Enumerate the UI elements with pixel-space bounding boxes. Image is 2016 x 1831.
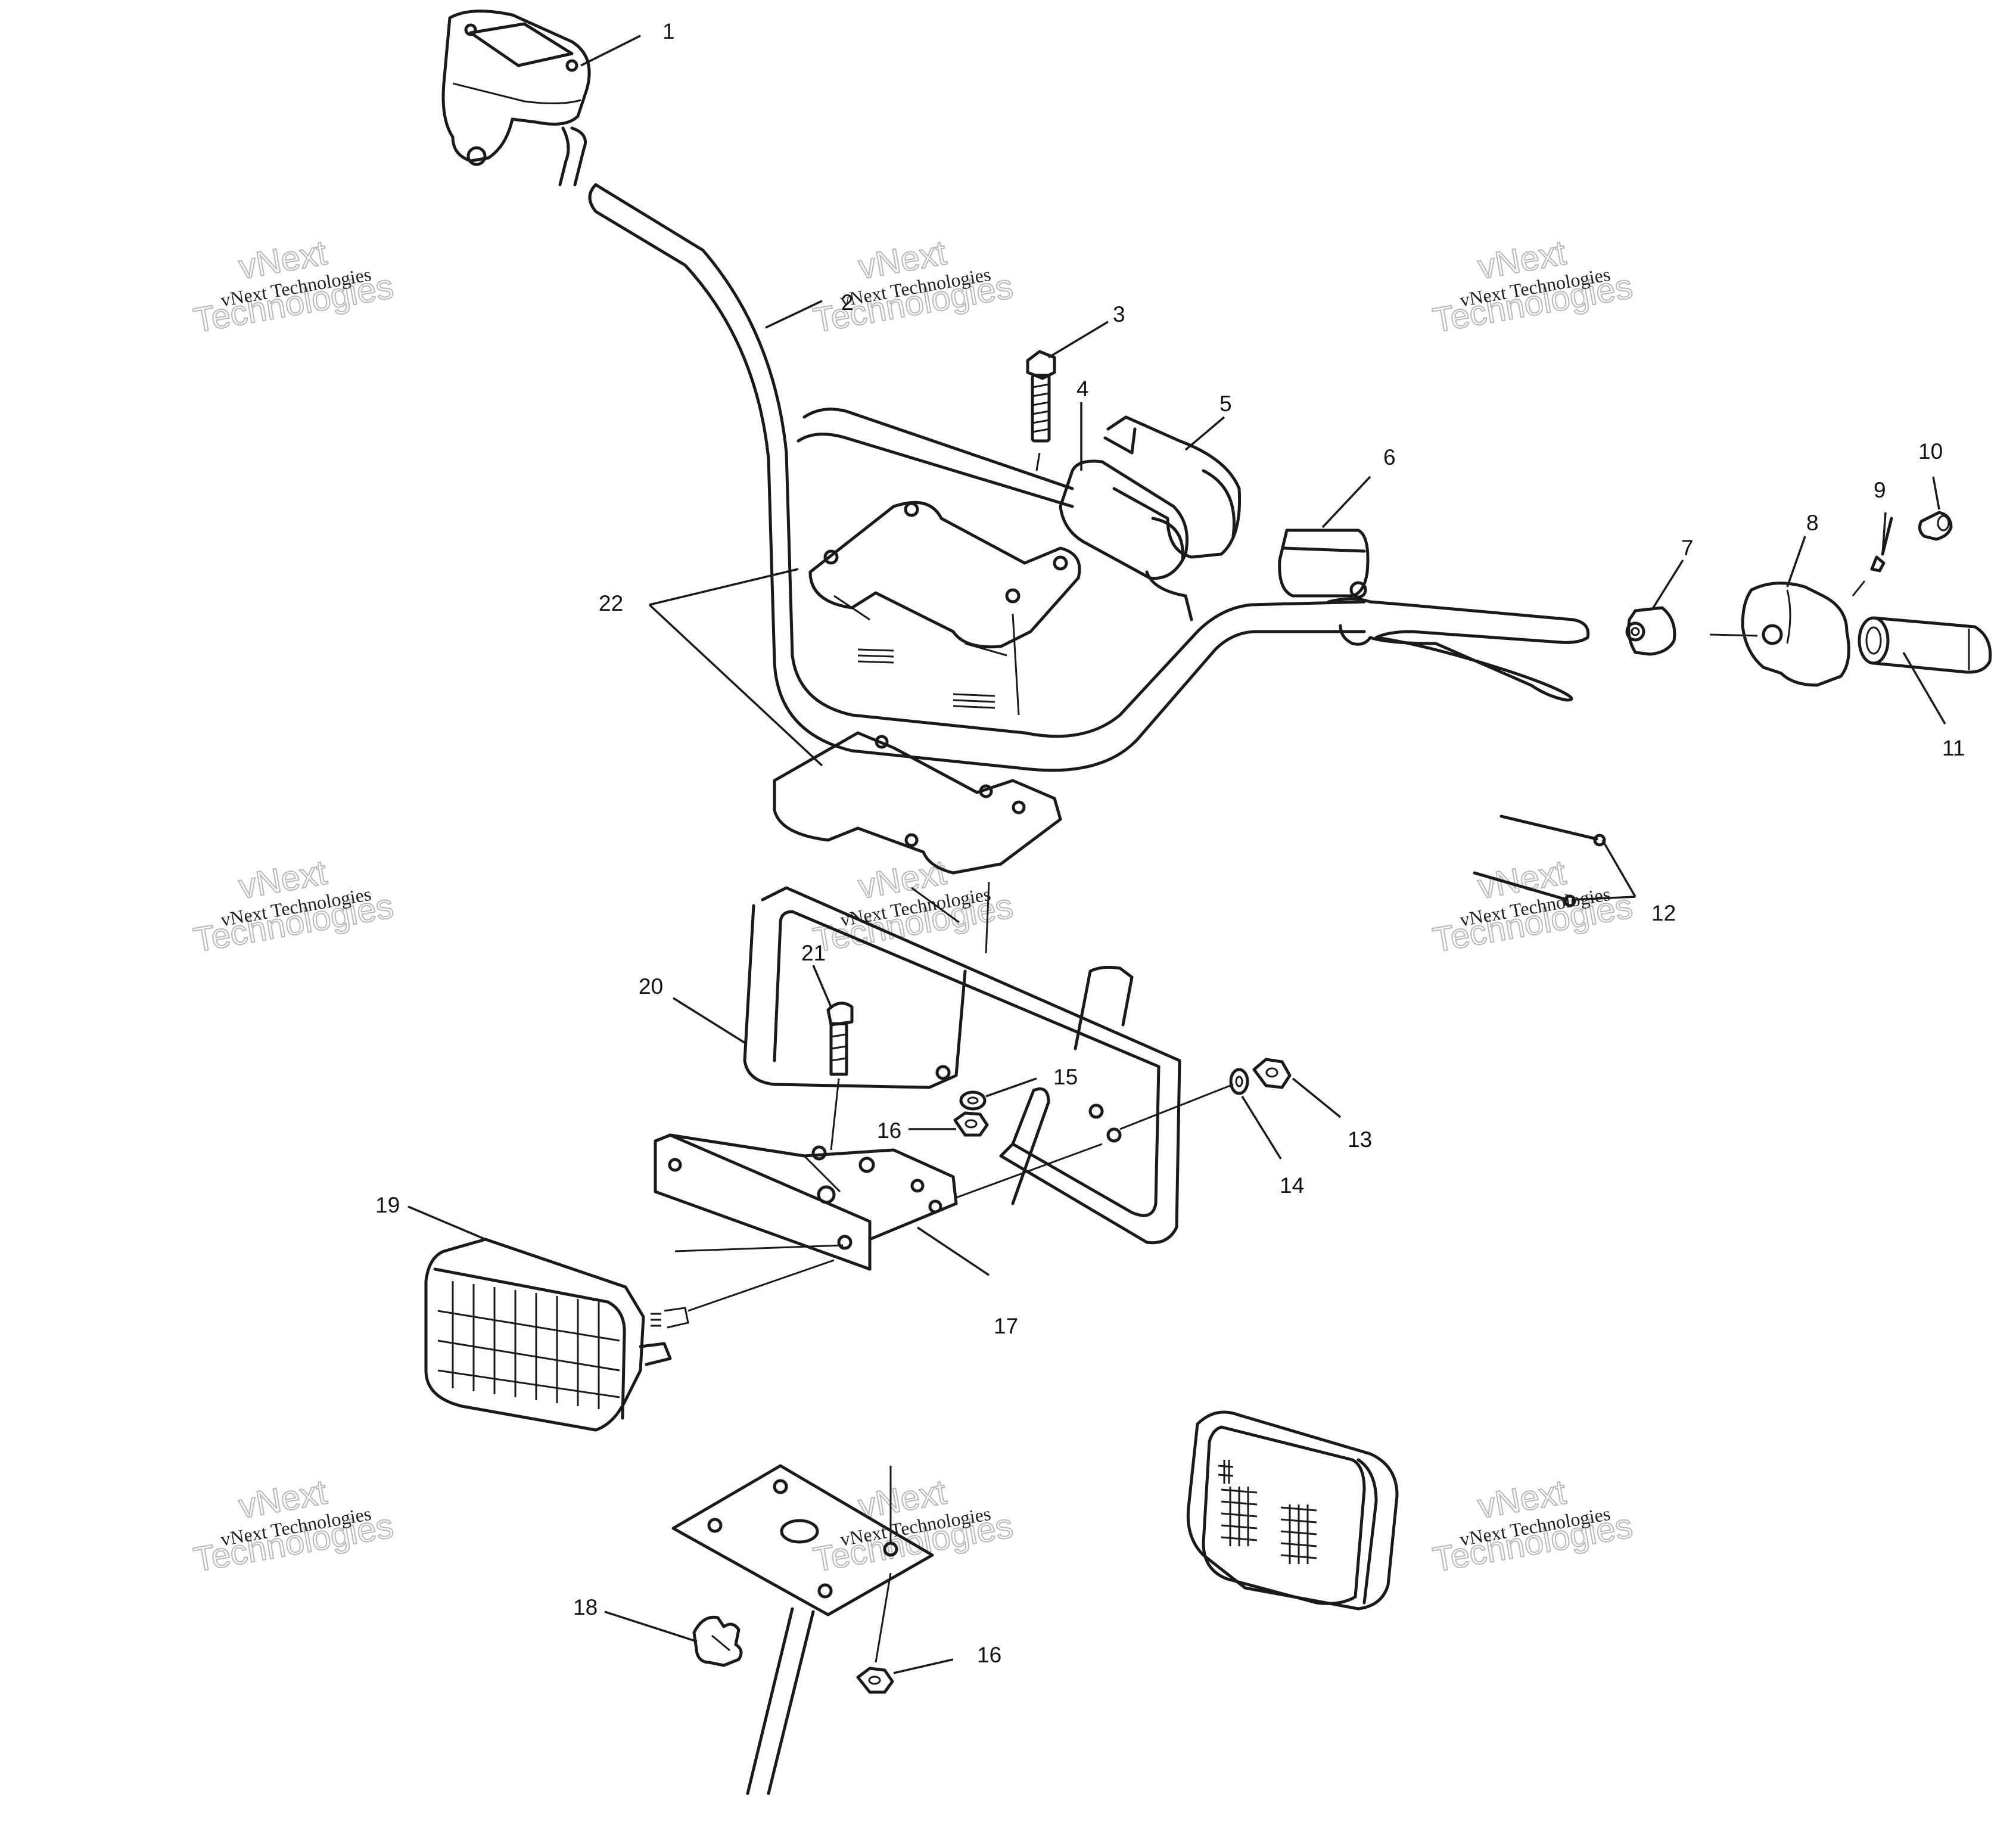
watermark: vNext Technologies vNext Technologies: [190, 852, 397, 960]
pad-cover-part: [1103, 415, 1242, 559]
headlight-part: [424, 1238, 835, 1432]
callout-17: 17: [994, 1314, 1018, 1338]
nut-part: [856, 1667, 894, 1694]
callout-8: 8: [1806, 511, 1819, 535]
callout-10: 10: [1918, 439, 1943, 464]
headlight-mount-plate-part: [654, 1133, 1103, 1271]
mounting-plate-part: [671, 1464, 934, 1795]
throttle-housing-part: [441, 10, 591, 186]
callout-14: 14: [1280, 1173, 1304, 1198]
callout-18: 18: [573, 1595, 598, 1619]
watermark: vNext Technologies vNext Technologies: [190, 1472, 397, 1580]
watermark: vNext Technologies vNext Technologies: [810, 1472, 1016, 1580]
throttle-cap-part: [1625, 606, 1676, 656]
clip-part: [692, 1615, 743, 1667]
watermark: vNext Technologies vNext Technologies: [1429, 1472, 1636, 1580]
callout-16: 16: [877, 1118, 901, 1143]
end-plug-part: [1918, 511, 1953, 541]
handlebar-clamps-part: [773, 501, 1081, 954]
callout-22: 22: [599, 591, 623, 615]
washer-part: [1229, 1068, 1249, 1095]
assembly-line: [1119, 1083, 1234, 1130]
grip-part: [1858, 616, 1992, 674]
handlebar-part: [588, 183, 1366, 772]
callout-21: 21: [801, 941, 826, 965]
callout-labels: 1 2 3 4 5 6 7 8 9 10 11 12 13 14 15 16 1…: [375, 19, 1965, 1667]
callout-1: 1: [662, 19, 675, 43]
watermark: vNext Technologies vNext Technologies: [190, 232, 397, 340]
callout-9: 9: [1874, 478, 1886, 502]
callout-15: 15: [1053, 1065, 1078, 1089]
headlight-bracket-part: [743, 886, 1181, 1245]
cable-ties-part: [1473, 815, 1606, 907]
watermarks: vNext Technologies vNext Technologies vN…: [190, 232, 1636, 1580]
nut-part: [953, 1111, 989, 1137]
callout-6: 6: [1383, 445, 1396, 470]
switch-housing-part: [1709, 582, 1850, 687]
bolt-part: [1026, 350, 1056, 471]
callout-20: 20: [639, 974, 663, 999]
nut-part: [1252, 1058, 1292, 1089]
callout-5: 5: [1219, 391, 1232, 416]
headlight-rear-part: [1186, 1410, 1399, 1611]
callout-19: 19: [375, 1193, 400, 1217]
screw-part: [826, 1002, 854, 1151]
screw-part: [1852, 517, 1893, 596]
callout-3: 3: [1113, 302, 1125, 327]
callout-4: 4: [1077, 377, 1089, 401]
callout-11: 11: [1942, 736, 1965, 760]
leader-lines: [407, 35, 1946, 1674]
washer-part: [959, 1090, 987, 1111]
watermark: vNext Technologies vNext Technologies: [810, 232, 1016, 340]
callout-12: 12: [1651, 901, 1676, 925]
callout-2: 2: [841, 290, 854, 315]
watermark: vNext Technologies vNext Technologies: [1429, 232, 1636, 340]
brake-lever-part: [1278, 529, 1590, 702]
watermark: vNext Technologies vNext Technologies: [1429, 852, 1636, 960]
callout-7: 7: [1681, 536, 1694, 560]
callout-16-bottom: 16: [977, 1643, 1001, 1667]
callout-13: 13: [1348, 1127, 1372, 1152]
